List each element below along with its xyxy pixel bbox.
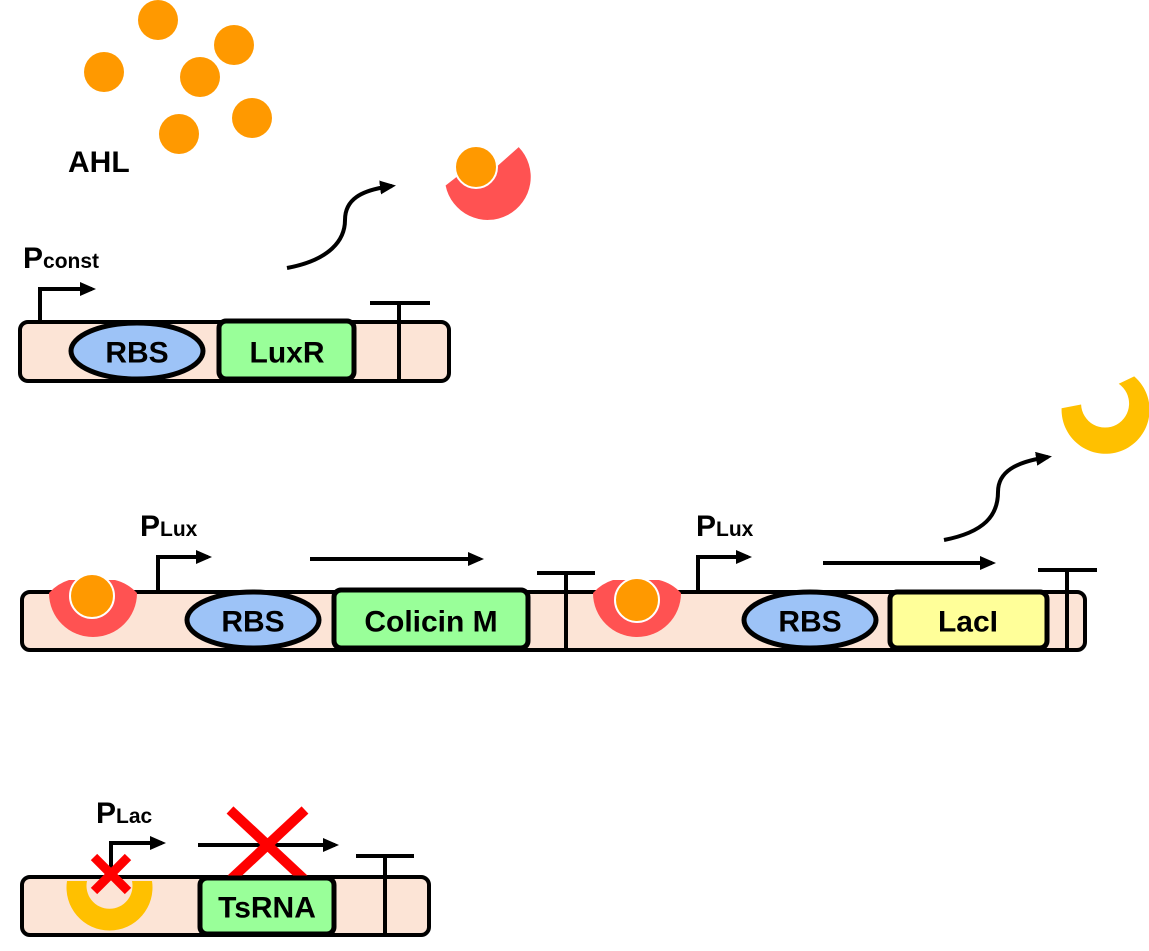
terminator-icon bbox=[1038, 568, 1097, 648]
gene-tsrna bbox=[197, 875, 337, 937]
promoter-lux-label: PLux bbox=[140, 510, 198, 543]
rbs-part bbox=[741, 589, 879, 651]
promoter-lac-label: PLac bbox=[96, 797, 153, 830]
ahl-label: AHL bbox=[68, 146, 130, 179]
promoter-arrow-icon bbox=[696, 550, 752, 592]
ahl-molecule bbox=[232, 98, 272, 138]
construct-colicin-laci: PLux RBS Colicin M PLux RBS LacI bbox=[20, 451, 1097, 652]
gene-colicin-m-label: Colicin M bbox=[364, 606, 497, 639]
gene-tsrna-label: TsRNA bbox=[218, 892, 316, 925]
gene-luxr-label: LuxR bbox=[250, 337, 325, 370]
construct-luxr: RBS LuxR Pconst bbox=[18, 180, 451, 383]
gene-colicin-m bbox=[331, 587, 531, 651]
ahl-molecule bbox=[214, 25, 254, 65]
rbs-label: RBS bbox=[105, 337, 168, 370]
ahl-molecule bbox=[159, 114, 199, 154]
ahl-molecules bbox=[84, 0, 272, 154]
promoter-arrow-icon bbox=[38, 282, 96, 322]
block-mark-icon bbox=[226, 806, 309, 884]
luxr-ahl-complex-icon bbox=[593, 577, 681, 637]
luxr-ahl-complex-icon bbox=[445, 145, 531, 220]
promoter-const-label: Pconst bbox=[23, 242, 99, 275]
expression-arrow-icon bbox=[286, 180, 396, 270]
gene-luxr bbox=[216, 318, 357, 382]
promoter-arrow-icon bbox=[156, 550, 212, 592]
promoter-lux-label-2: PLux bbox=[696, 510, 754, 543]
gene-laci bbox=[887, 589, 1050, 651]
promoter-arrow-icon bbox=[109, 836, 166, 877]
ahl-molecule bbox=[84, 52, 124, 92]
terminator-icon bbox=[537, 571, 595, 648]
rbs-label: RBS bbox=[778, 606, 841, 639]
terminator-icon bbox=[356, 854, 414, 933]
gene-laci-label: LacI bbox=[938, 606, 998, 639]
terminator-icon bbox=[370, 301, 430, 379]
block-mark-icon bbox=[90, 853, 132, 895]
expression-arrow-icon bbox=[943, 451, 1052, 542]
luxr-ahl-complex-icon bbox=[49, 573, 137, 637]
laci-bound-icon bbox=[66, 881, 153, 931]
rbs-label: RBS bbox=[221, 606, 284, 639]
construct-tsrna: PLac TsRNA bbox=[20, 797, 431, 937]
ahl-molecule bbox=[138, 0, 178, 40]
rbs-part bbox=[184, 589, 322, 651]
ahl-molecule bbox=[180, 57, 220, 97]
rbs-part bbox=[68, 320, 206, 382]
laci-protein-icon bbox=[1061, 376, 1149, 454]
